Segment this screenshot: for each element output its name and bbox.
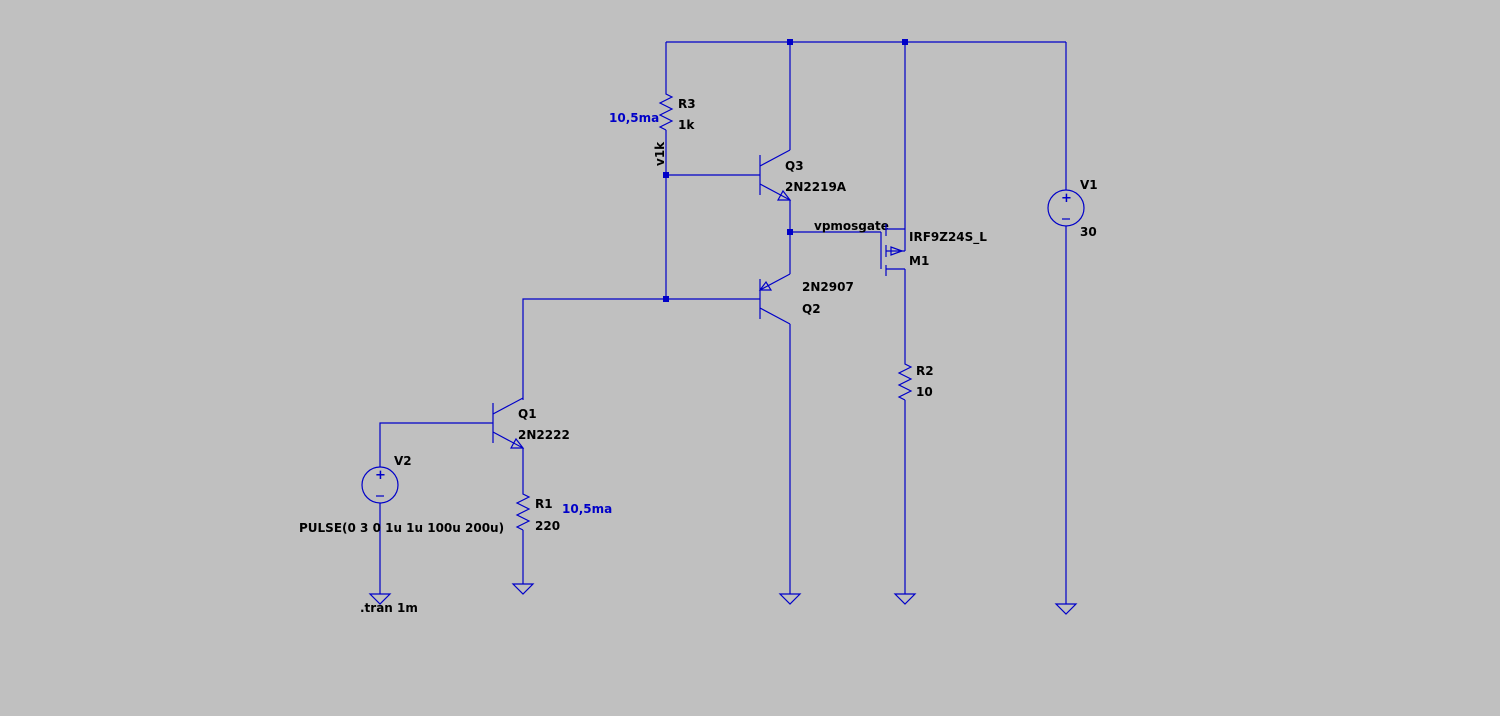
junctions: [663, 39, 908, 302]
q2-emitter-arrow: [758, 280, 773, 291]
junction-dot: [902, 39, 908, 45]
m1-name: M1: [909, 254, 929, 268]
v1-body: [1047, 189, 1085, 227]
wire-q2-base-to-q1-collector[interactable]: [522, 298, 760, 400]
r1-value: 220: [535, 519, 560, 533]
q3-name: Q3: [785, 159, 804, 173]
resistor-r2-zigzag: [897, 360, 913, 401]
resistor-r1[interactable]: R1 220: [515, 490, 560, 533]
r3-name: R3: [678, 97, 696, 111]
transistor-q3[interactable]: Q3 2N2219A: [759, 149, 847, 201]
q2-model: 2N2907: [802, 280, 854, 294]
ground-icon: [511, 583, 535, 595]
v2-value: PULSE(0 3 0 1u 1u 100u 200u): [299, 521, 504, 535]
junction-dot: [787, 229, 793, 235]
wires: [379, 41, 1067, 604]
r1-name: R1: [535, 497, 553, 511]
junction-dot: [663, 296, 669, 302]
grounds: [368, 583, 1078, 615]
junction-dot: [663, 172, 669, 178]
resistor-r3-zigzag: [658, 90, 674, 131]
v2-body: [361, 466, 399, 504]
q3-emitter-lead: [759, 183, 791, 201]
v2-plus-icon: +: [375, 468, 386, 483]
resistor-r1-zigzag: [515, 490, 531, 531]
resistor-r3[interactable]: R3 1k: [658, 90, 696, 132]
voltage-source-v1[interactable]: + V1 30: [1047, 178, 1098, 239]
v1-name: V1: [1080, 178, 1098, 192]
v1-value: 30: [1080, 225, 1097, 239]
r3-value: 1k: [678, 118, 695, 132]
net-label-v1k[interactable]: v1k: [653, 141, 667, 166]
q3-model: 2N2219A: [785, 180, 847, 194]
ground-icon: [778, 593, 802, 605]
q1-name: Q1: [518, 407, 537, 421]
r2-name: R2: [916, 364, 934, 378]
resistor-r2[interactable]: R2 10: [897, 360, 934, 401]
spice-directive[interactable]: .tran 1m: [360, 601, 418, 615]
q2-emitter-lead: [759, 273, 791, 291]
wire-v2-to-q1-base[interactable]: [379, 422, 493, 467]
q3-emitter-arrow: [776, 189, 792, 201]
m1-model: IRF9Z24S_L: [909, 230, 987, 245]
q2-collector-lead: [759, 307, 791, 325]
junction-dot: [787, 39, 793, 45]
q3-collector-lead: [759, 149, 791, 167]
v2-name: V2: [394, 454, 412, 468]
transistor-q1[interactable]: Q1 2N2222: [492, 397, 570, 449]
q1-emitter-arrow: [509, 437, 525, 449]
v1-plus-icon: +: [1061, 191, 1072, 206]
q1-collector-lead: [492, 397, 524, 415]
ground-icon: [1054, 603, 1078, 615]
transistor-q2[interactable]: 2N2907 Q2: [758, 273, 854, 325]
q1-emitter-lead: [492, 431, 524, 449]
ground-icon: [893, 593, 917, 605]
m1-body-arrow: [890, 246, 904, 256]
r3-current-annotation[interactable]: 10,5ma: [609, 111, 659, 125]
q1-model: 2N2222: [518, 428, 570, 442]
voltage-source-v2[interactable]: + V2 PULSE(0 3 0 1u 1u 100u 200u): [299, 454, 504, 535]
mosfet-m1[interactable]: IRF9Z24S_L M1: [880, 224, 987, 276]
r1-current-annotation[interactable]: 10,5ma: [562, 502, 612, 516]
q2-name: Q2: [802, 302, 821, 316]
net-label-vpmosgate[interactable]: vpmosgate: [814, 219, 889, 233]
r2-value: 10: [916, 385, 933, 399]
ground-icon: [368, 593, 392, 605]
